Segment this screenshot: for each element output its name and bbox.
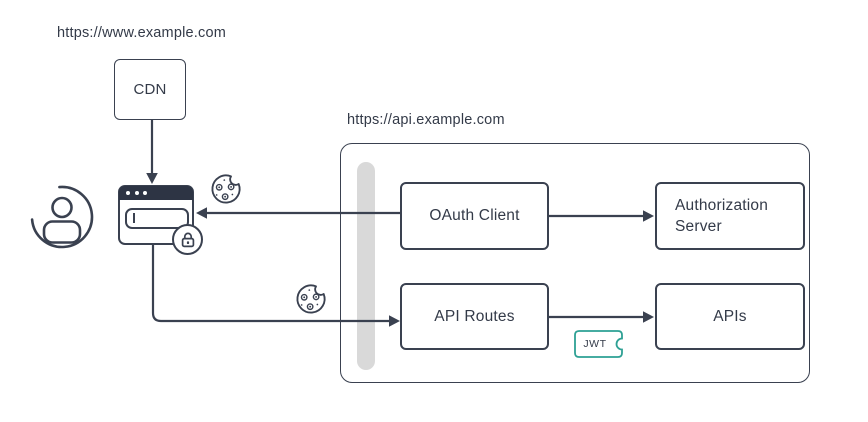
api-domain-label: https://api.example.com xyxy=(347,112,505,128)
browser-dot-icon xyxy=(126,191,130,195)
text-cursor xyxy=(133,213,135,223)
browser-address-bar xyxy=(125,208,189,229)
api-routes-node: API Routes xyxy=(400,283,549,350)
lock-badge xyxy=(172,224,203,255)
arrow-oauth-client-to-authorization-server xyxy=(549,210,654,222)
arrow-api-routes-to-apis xyxy=(549,311,654,323)
authorization-server-node: Authorization Server xyxy=(655,182,805,250)
cdn-node: CDN xyxy=(114,59,186,120)
authorization-server-label: Authorization Server xyxy=(675,197,769,235)
user-icon xyxy=(28,181,96,249)
browser-dot-icon xyxy=(134,191,139,195)
arrow-cdn-to-browser xyxy=(146,120,158,184)
lock-icon xyxy=(181,232,194,247)
jwt-label: JWT xyxy=(583,338,607,350)
browser-header-bar xyxy=(119,186,193,200)
arrow-browser-to-api-routes xyxy=(151,245,400,327)
jwt-ticket-icon: JWT xyxy=(573,329,624,359)
cdn-node-label: CDN xyxy=(133,81,167,98)
cookie-icon xyxy=(209,172,243,206)
browser-dot-icon xyxy=(143,191,147,195)
apis-node: APIs xyxy=(655,283,805,350)
api-routes-label: API Routes xyxy=(434,307,515,325)
www-domain-label: https://www.example.com xyxy=(57,25,226,41)
oauth-client-label: OAuth Client xyxy=(429,207,520,224)
arrow-oauth-client-to-browser xyxy=(196,207,400,219)
api-domain-container xyxy=(340,143,810,383)
oauth-client-node: OAuth Client xyxy=(400,182,549,250)
apis-label: APIs xyxy=(713,307,747,325)
cookie-icon xyxy=(294,282,328,316)
browser-window-icon xyxy=(118,185,194,245)
